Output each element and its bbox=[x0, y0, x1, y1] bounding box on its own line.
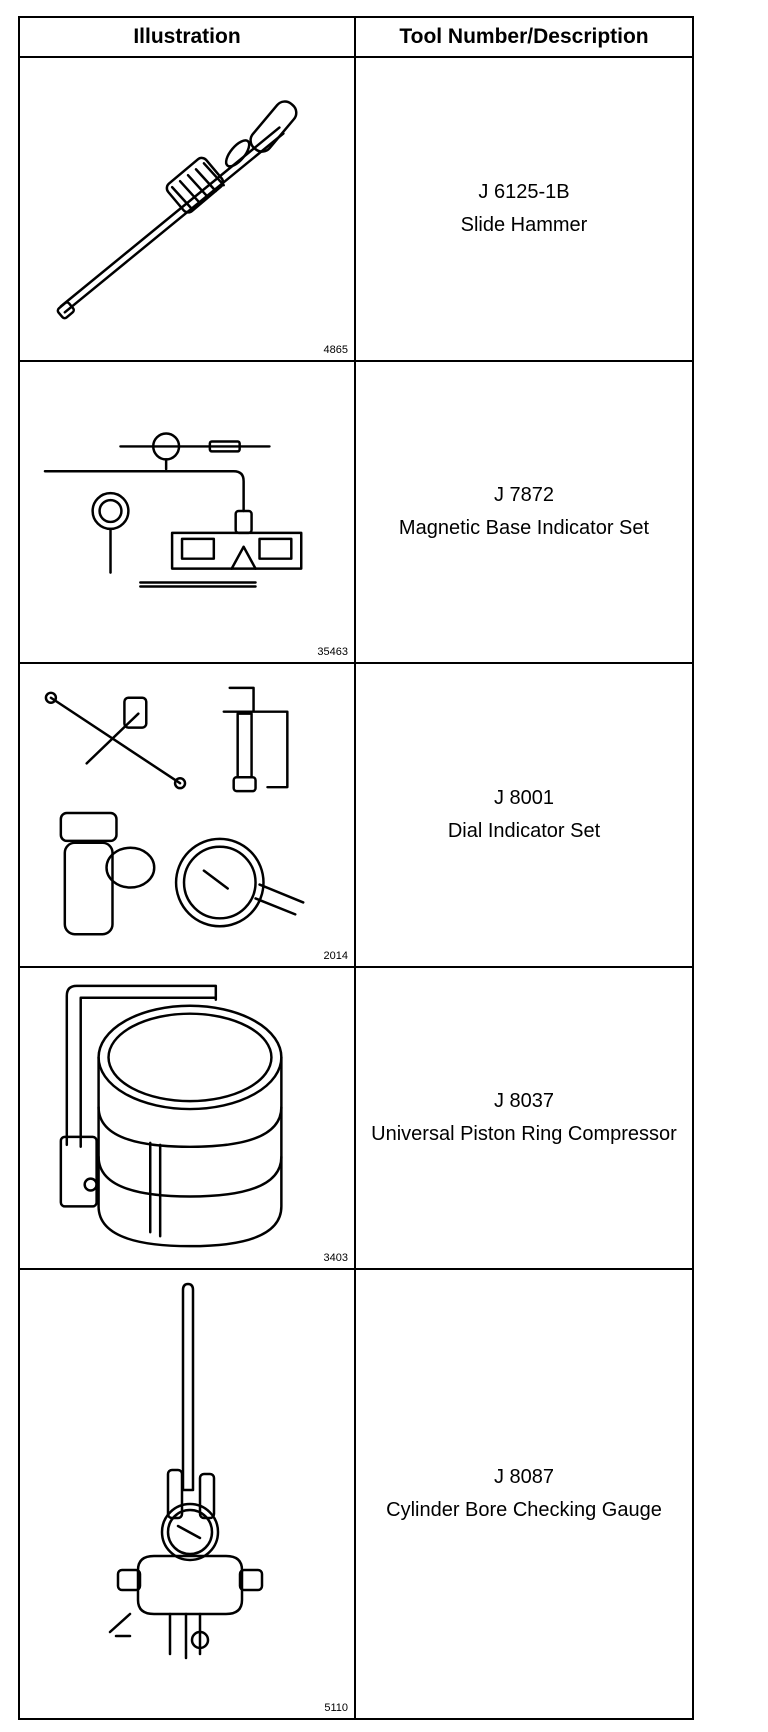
tool-cell: J 8037 Universal Piston Ring Compressor bbox=[356, 968, 692, 1268]
tool-cell: J 6125-1B Slide Hammer bbox=[356, 58, 692, 360]
tool-number: J 7872 bbox=[493, 484, 555, 506]
tool-description: Universal Piston Ring Compressor bbox=[371, 1123, 677, 1145]
tool-number: J 6125-1B bbox=[478, 181, 570, 203]
magnetic-base-indicator-icon bbox=[43, 432, 303, 588]
tool-cell: J 7872 Magnetic Base Indicator Set bbox=[356, 362, 692, 662]
dial-indicator-set-icon bbox=[44, 686, 305, 936]
figure-number: 4865 bbox=[323, 344, 348, 356]
tool-number: J 8087 bbox=[493, 1466, 555, 1488]
illustration-cell: 35463 bbox=[20, 362, 354, 662]
table-row: 5110 J 8087 Cylinder Bore Checking Gauge bbox=[20, 1270, 692, 1718]
table-row: 35463 J 7872 Magnetic Base Indicator Set bbox=[20, 362, 692, 664]
column-divider bbox=[354, 18, 356, 1718]
slide-hammer-icon bbox=[56, 100, 298, 320]
header-tool-description: Tool Number/Description bbox=[399, 25, 649, 48]
tool-table: Illustration Tool Number/Description 486… bbox=[18, 16, 694, 1720]
tool-cell: J 8087 Cylinder Bore Checking Gauge bbox=[356, 1270, 692, 1718]
tool-cell: J 8001 Dial Indicator Set bbox=[356, 664, 692, 966]
table-row: 3403 J 8037 Universal Piston Ring Compre… bbox=[20, 968, 692, 1270]
tool-description: Dial Indicator Set bbox=[447, 820, 601, 842]
tool-description: Slide Hammer bbox=[460, 214, 588, 236]
illustration-cell: 2014 bbox=[20, 664, 354, 966]
cylinder-bore-gauge-icon bbox=[108, 1282, 264, 1660]
table-row: 2014 J 8001 Dial Indicator Set bbox=[20, 664, 692, 968]
illustration-cell: 4865 bbox=[20, 58, 354, 360]
figure-number: 35463 bbox=[317, 646, 348, 658]
tool-number: J 8037 bbox=[493, 1090, 555, 1112]
figure-number: 3403 bbox=[323, 1252, 348, 1264]
illustration-cell: 3403 bbox=[20, 968, 354, 1268]
tool-description: Cylinder Bore Checking Gauge bbox=[386, 1499, 662, 1521]
figure-number: 2014 bbox=[323, 950, 348, 962]
header-illustration: Illustration bbox=[133, 25, 241, 48]
table-row: 4865 J 6125-1B Slide Hammer bbox=[20, 58, 692, 362]
tool-description: Magnetic Base Indicator Set bbox=[398, 517, 650, 539]
figure-number: 5110 bbox=[324, 1702, 348, 1714]
illustration-cell: 5110 bbox=[20, 1270, 354, 1718]
tool-number: J 8001 bbox=[493, 787, 555, 809]
table-header: Illustration Tool Number/Description bbox=[20, 18, 692, 58]
piston-ring-compressor-icon bbox=[59, 984, 283, 1248]
